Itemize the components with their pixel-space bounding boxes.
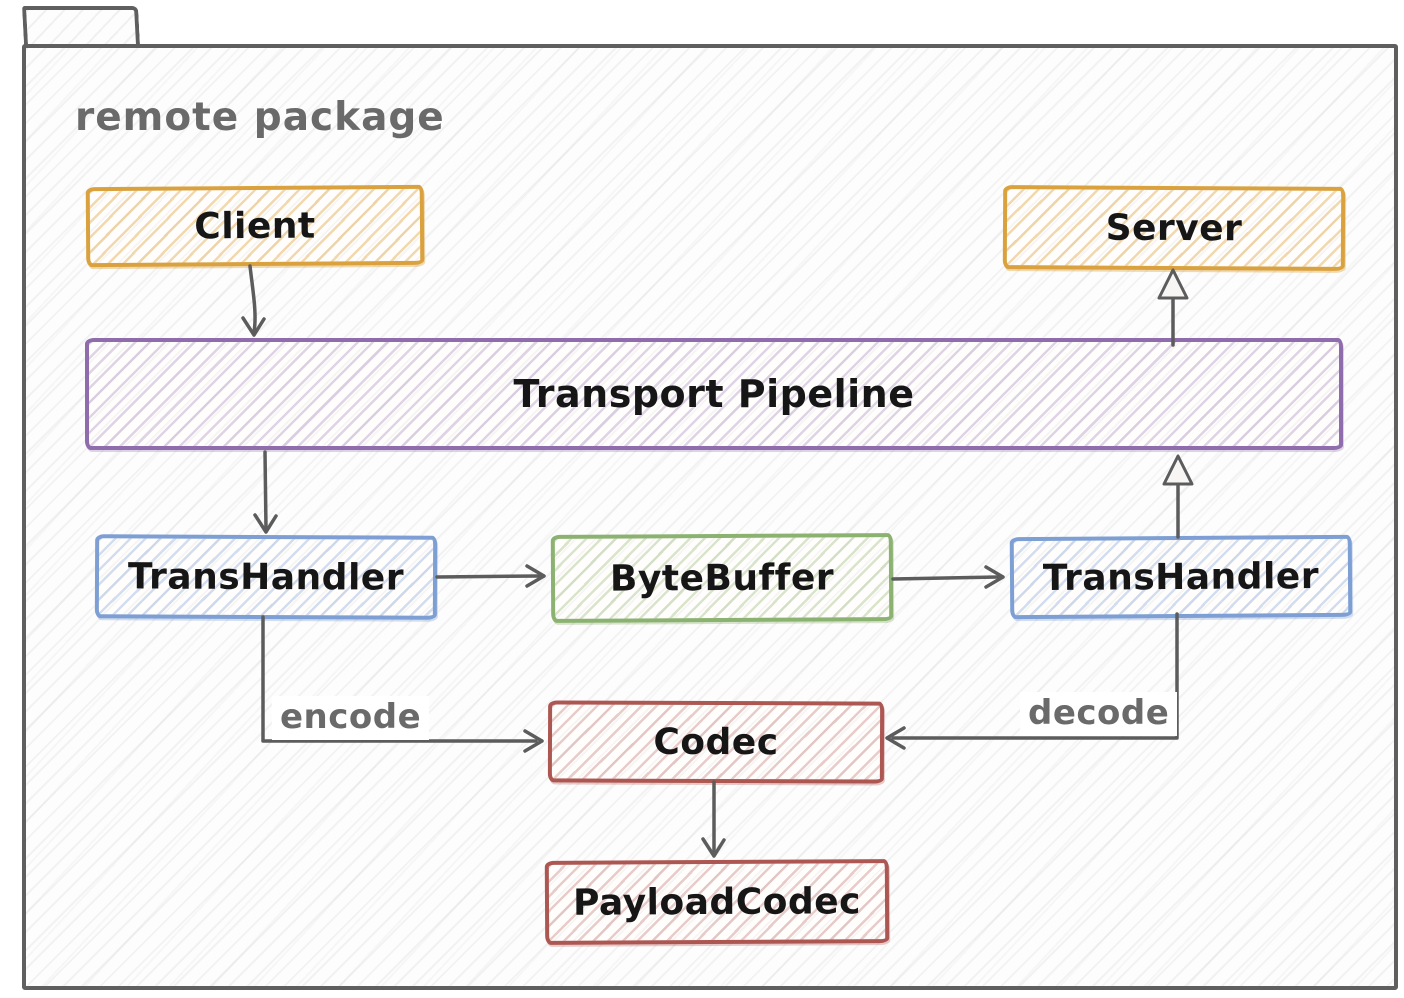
edge-decode	[885, 612, 1179, 750]
edge-pipeline-to-server	[1157, 268, 1189, 347]
edge-pipeline-to-trans-handler-left	[253, 450, 278, 534]
edge-trans-handler-right-to-pipeline	[1162, 454, 1194, 539]
edge-label-decode: decode	[1020, 692, 1178, 736]
node-transport-pipeline: Transport Pipeline	[85, 338, 1343, 450]
edge-encode	[261, 615, 544, 753]
edge-trans-handler-left-to-byte-buffer	[435, 564, 546, 588]
node-transport-pipeline-label: Transport Pipeline	[513, 372, 915, 416]
package-label: remote package	[75, 95, 445, 140]
edge-codec-to-payload-codec	[701, 780, 726, 858]
edge-label-encode: encode	[272, 696, 430, 740]
edge-byte-buffer-to-trans-handler-right	[891, 565, 1005, 589]
edge-client-to-pipeline	[241, 264, 266, 337]
